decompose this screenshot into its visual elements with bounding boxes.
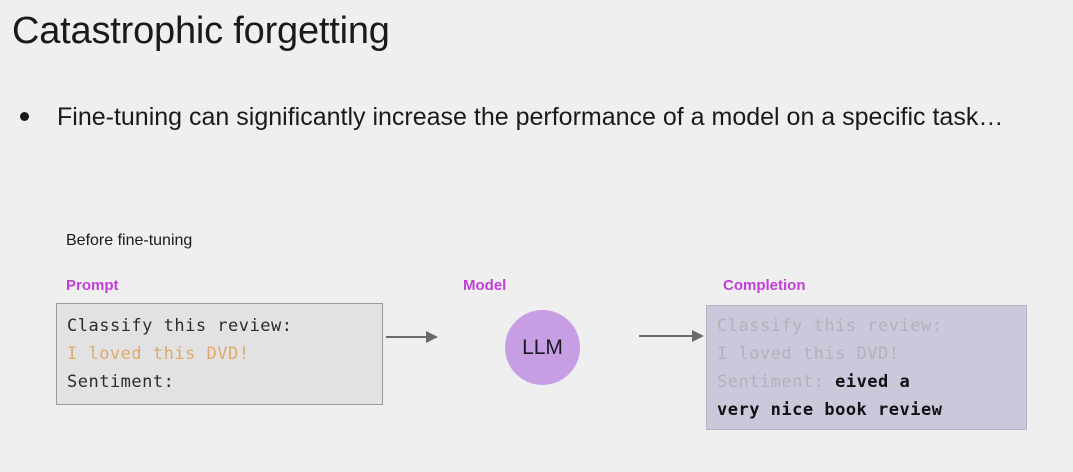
completion-echo-sentiment: Sentiment: — [717, 372, 836, 392]
arrow-model-to-completion-icon — [639, 329, 704, 343]
completion-generated-partial: eived a — [835, 372, 911, 392]
prompt-box: Classify this review: I loved this DVD! … — [56, 303, 383, 405]
completion-box: Classify this review: I loved this DVD! … — [706, 305, 1027, 430]
completion-echo-line-2: I loved this DVD! — [717, 344, 900, 364]
arrow-head — [692, 330, 704, 342]
prompt-line-1: Classify this review: — [67, 316, 293, 336]
model-label: Model — [463, 277, 507, 294]
section-caption: Before fine-tuning — [66, 232, 193, 249]
arrow-shaft — [639, 335, 693, 337]
prompt-line-2-review: I loved this DVD! — [67, 344, 250, 364]
page-title: Catastrophic forgetting — [12, 10, 390, 52]
bullet-text: Fine-tuning can significantly increase t… — [57, 103, 1004, 131]
arrow-prompt-to-model-icon — [386, 330, 438, 344]
bullet-list-item: Fine-tuning can significantly increase t… — [20, 100, 1040, 136]
completion-label: Completion — [723, 277, 806, 294]
bullet-dot-icon — [20, 112, 29, 121]
completion-generated-line: very nice book review — [717, 400, 943, 420]
arrow-shaft — [386, 336, 427, 338]
prompt-line-3: Sentiment: — [67, 372, 175, 392]
completion-echo-line-1: Classify this review: — [717, 316, 943, 336]
prompt-label: Prompt — [66, 277, 119, 294]
model-node-llm: LLM — [505, 310, 580, 385]
arrow-head — [426, 331, 438, 343]
completion-mixed-line: Sentiment: eived a — [717, 368, 1026, 396]
